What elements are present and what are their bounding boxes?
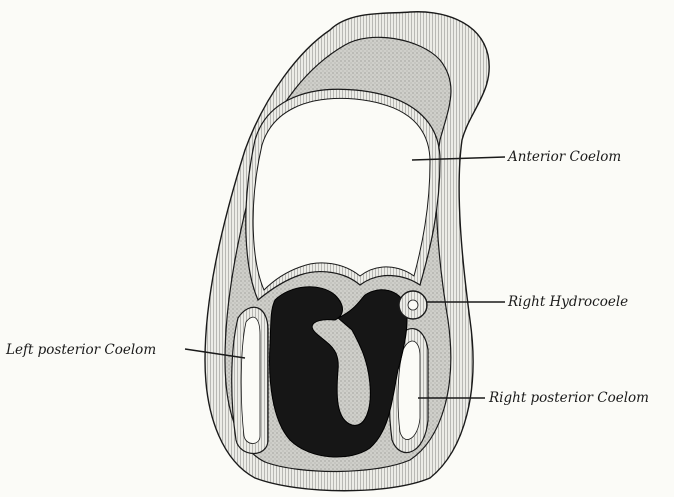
- right-hydrocoele-lumen: [408, 300, 418, 310]
- label-left-posterior-coelom: Left posterior Coelom: [5, 342, 156, 358]
- left-posterior-coelom-cavity: [241, 317, 260, 443]
- anterior-coelom-cavity: [253, 98, 430, 290]
- label-right-posterior-coelom: Right posterior Coelom: [488, 390, 649, 406]
- label-anterior-coelom: Anterior Coelom: [506, 149, 621, 165]
- label-right-hydrocoele: Right Hydrocoele: [507, 294, 628, 310]
